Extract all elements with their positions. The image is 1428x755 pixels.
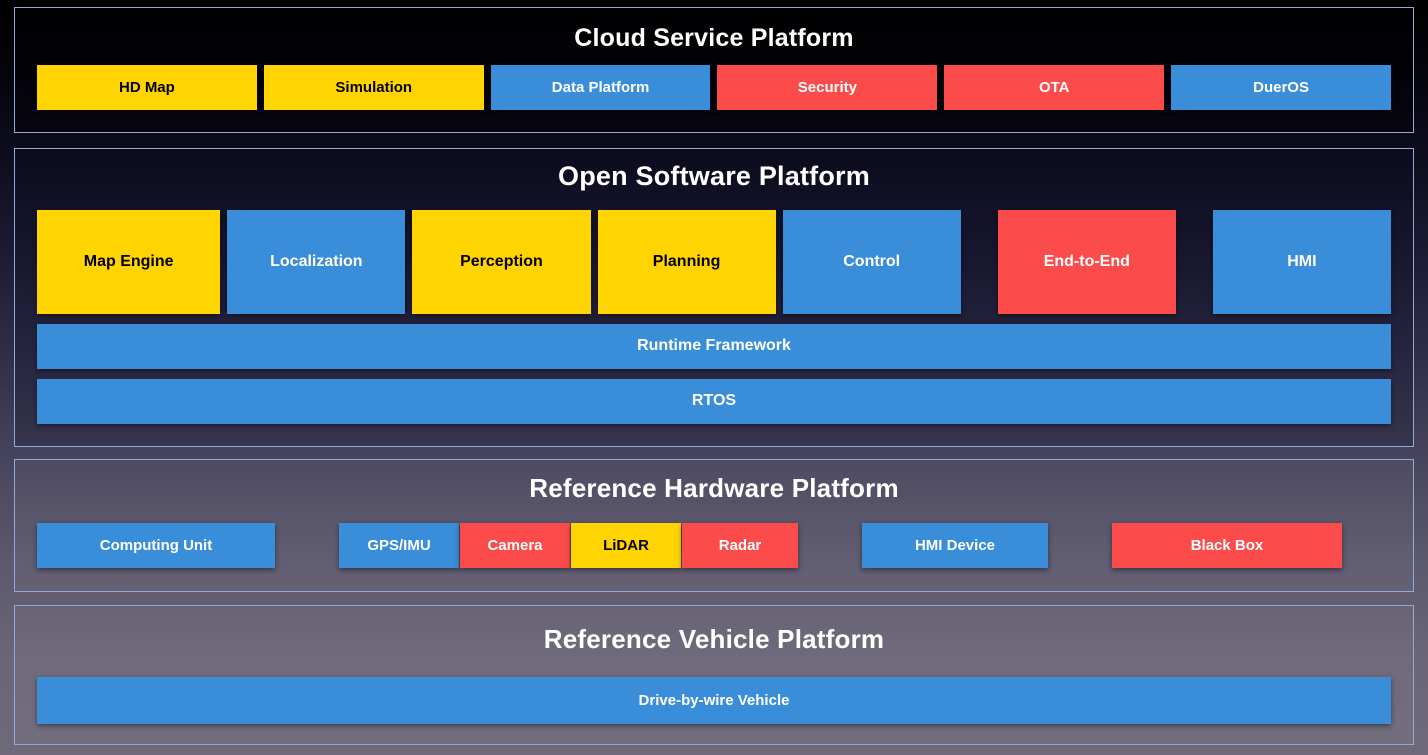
module-simulation[interactable]: Simulation xyxy=(263,65,484,110)
layer-cloud-service-platform: Cloud Service Platform HD Map Simulation… xyxy=(14,7,1414,133)
module-drive-by-wire-vehicle[interactable]: Drive-by-wire Vehicle xyxy=(37,677,1391,724)
sensor-group: GPS/IMU Camera LiDAR Radar xyxy=(339,523,798,568)
module-black-box[interactable]: Black Box xyxy=(1112,523,1342,568)
module-gps-imu[interactable]: GPS/IMU xyxy=(339,523,459,568)
vehicle-module-row: Drive-by-wire Vehicle xyxy=(15,677,1413,724)
module-security[interactable]: Security xyxy=(717,65,938,110)
module-camera[interactable]: Camera xyxy=(460,523,570,568)
module-ota[interactable]: OTA xyxy=(944,65,1165,110)
module-data-platform[interactable]: Data Platform xyxy=(490,65,711,110)
module-lidar[interactable]: LiDAR xyxy=(571,523,681,568)
module-rtos[interactable]: RTOS xyxy=(37,379,1391,424)
hardware-module-row: Computing Unit GPS/IMU Camera LiDAR Rada… xyxy=(15,523,1413,568)
module-perception[interactable]: Perception xyxy=(412,210,591,314)
hardware-spacer-middle xyxy=(798,523,862,568)
module-planning[interactable]: Planning xyxy=(597,210,776,314)
module-computing-unit[interactable]: Computing Unit xyxy=(37,523,275,568)
module-control[interactable]: Control xyxy=(782,210,961,314)
rtos-row: RTOS xyxy=(15,379,1413,424)
module-dueros[interactable]: DuerOS xyxy=(1171,65,1391,110)
module-runtime-framework[interactable]: Runtime Framework xyxy=(37,324,1391,369)
hardware-spacer-left xyxy=(275,523,339,568)
layer-reference-hardware-platform: Reference Hardware Platform Computing Un… xyxy=(14,459,1414,592)
module-map-engine[interactable]: Map Engine xyxy=(37,210,221,314)
runtime-framework-row: Runtime Framework xyxy=(15,324,1413,369)
module-radar[interactable]: Radar xyxy=(682,523,798,568)
module-localization[interactable]: Localization xyxy=(227,210,406,314)
layer-title-open-software-platform: Open Software Platform xyxy=(558,161,870,191)
hardware-spacer-right xyxy=(1048,523,1112,568)
layer-title-reference-vehicle-platform: Reference Vehicle Platform xyxy=(543,624,885,654)
layer-open-software-platform: Open Software Platform Map Engine Locali… xyxy=(14,148,1414,447)
module-hd-map[interactable]: HD Map xyxy=(37,65,257,110)
layer-title-reference-hardware-platform: Reference Hardware Platform xyxy=(529,473,899,503)
layer-reference-vehicle-platform: Reference Vehicle Platform Drive-by-wire… xyxy=(14,605,1414,745)
layer-title-cloud-service-platform: Cloud Service Platform xyxy=(574,24,854,52)
software-module-row: Map Engine Localization Perception Plann… xyxy=(15,210,1413,314)
module-hmi[interactable]: HMI xyxy=(1212,210,1391,314)
module-end-to-end[interactable]: End-to-End xyxy=(997,210,1176,314)
cloud-module-row: HD Map Simulation Data Platform Security… xyxy=(15,65,1413,110)
module-hmi-device[interactable]: HMI Device xyxy=(862,523,1048,568)
